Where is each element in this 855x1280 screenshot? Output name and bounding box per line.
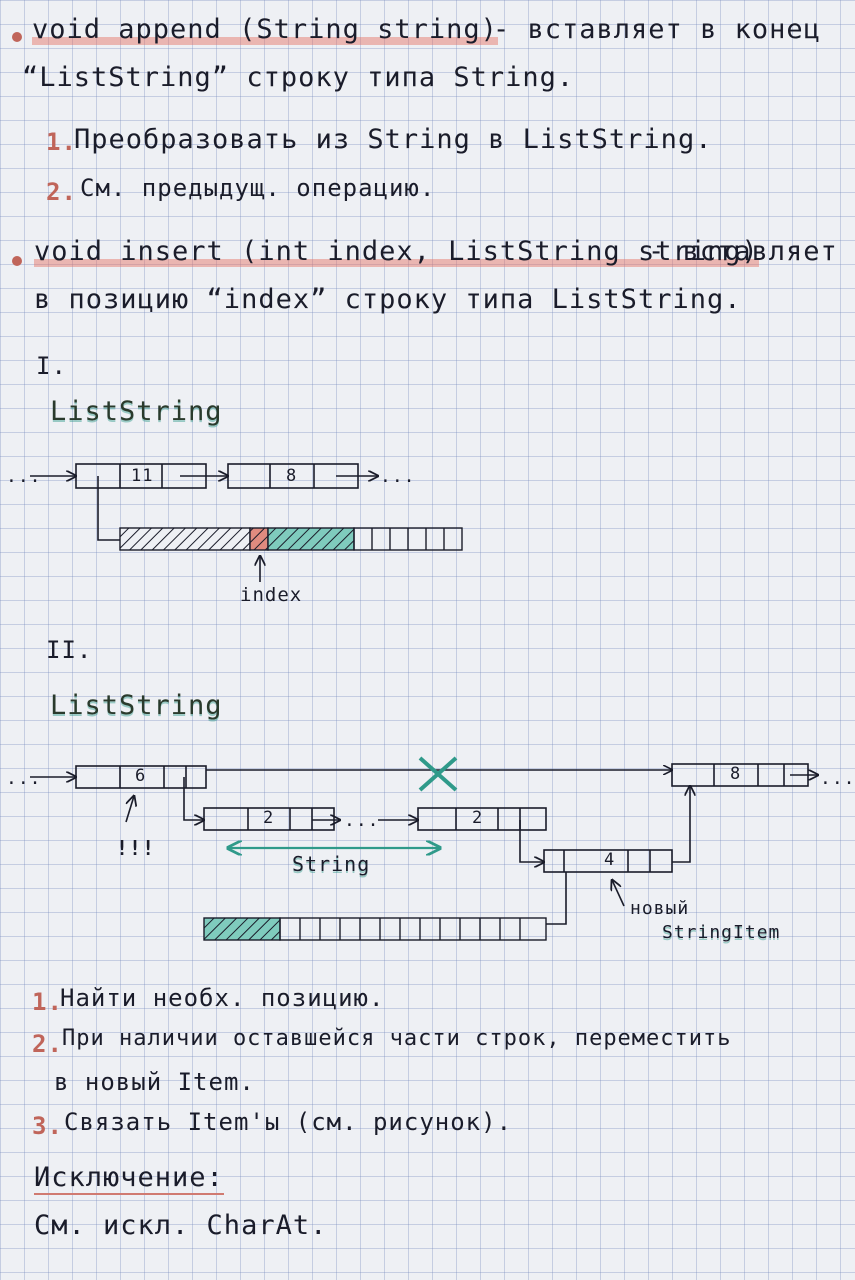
diagram1-node1-value: 11 bbox=[131, 466, 154, 486]
diagram2-link-d-to-e bbox=[672, 786, 690, 863]
exception-title: Исключение: bbox=[34, 1162, 224, 1195]
diagram2-dots-mid: ... bbox=[344, 810, 380, 831]
insert-signature: void insert (int index, ListString strin… bbox=[34, 236, 759, 267]
algorithm-step3-text: Связать Item'ы (см. рисунок). bbox=[64, 1108, 513, 1136]
diagram1-char-array bbox=[119, 527, 463, 551]
append-step2-number: 2. bbox=[46, 178, 77, 206]
bullet-insert bbox=[12, 256, 22, 266]
algorithm-step2-text-b: в новый Item. bbox=[54, 1068, 255, 1096]
append-signature: void append (String string) bbox=[32, 14, 498, 45]
diagram2-node-b-value: 2 bbox=[263, 808, 275, 828]
diagram2-new-item-pointer bbox=[612, 880, 625, 907]
diagram2-pointer-to-node-a bbox=[125, 796, 134, 823]
diagram1-index-label: index bbox=[240, 584, 303, 606]
diagram1-node2-value: 8 bbox=[286, 466, 298, 486]
diagram2-title: ListString bbox=[50, 690, 223, 721]
append-description-2: “ListString” строку типа String. bbox=[22, 62, 575, 93]
insert-description-2: в позицию “index” строку типа ListString… bbox=[34, 284, 742, 315]
diagram1-dots-right: ... bbox=[380, 466, 416, 487]
append-step1-number: 1. bbox=[46, 128, 77, 156]
diagram1-dots-left: ... bbox=[6, 466, 42, 487]
diagram1-roman-numeral: I. bbox=[36, 352, 67, 380]
diagram2-link-c-to-d bbox=[519, 820, 544, 862]
append-step2-text: См. предыдущ. операцию. bbox=[80, 174, 436, 202]
append-step1-text: Преобразовать из String в ListString. bbox=[74, 124, 713, 155]
algorithm-step1-number: 1. bbox=[32, 988, 63, 1016]
diagram2-old-link-crossed bbox=[206, 756, 672, 792]
diagram2-link-a-to-b bbox=[183, 777, 204, 820]
diagram2-node-d bbox=[543, 849, 673, 873]
bullet-append bbox=[12, 32, 22, 42]
diagram2-dots-right: ... bbox=[820, 768, 855, 789]
diagram2-dots-left: ... bbox=[6, 768, 42, 789]
algorithm-step3-number: 3. bbox=[32, 1112, 63, 1140]
algorithm-step2-text-a: При наличии оставшейся части строк, пере… bbox=[62, 1026, 732, 1051]
diagram2-node-c-value: 2 bbox=[472, 808, 484, 828]
diagram2-node-e-value: 8 bbox=[730, 764, 742, 784]
algorithm-step2-number: 2. bbox=[32, 1030, 63, 1058]
append-description-1: - вставляет в конец bbox=[493, 14, 821, 45]
insert-description-1: - вставляет bbox=[648, 236, 838, 267]
diagram2-node-a bbox=[75, 765, 207, 789]
algorithm-step1-text: Найти необх. позицию. bbox=[60, 984, 385, 1012]
diagram2-new-item-label-2: StringItem bbox=[662, 922, 781, 943]
diagram2-string-label: String bbox=[292, 852, 371, 876]
diagram2-roman-numeral: II. bbox=[46, 636, 93, 664]
diagram1-title: ListString bbox=[50, 396, 223, 427]
diagram2-exclamation: !!! bbox=[116, 836, 156, 860]
diagram2-char-array bbox=[203, 917, 547, 941]
diagram2-new-item-label-1: новый bbox=[630, 898, 690, 919]
exception-text: См. искл. CharAt. bbox=[34, 1210, 328, 1241]
diagram2-link-d-to-char-array bbox=[546, 872, 567, 925]
diagram2-node-d-value: 4 bbox=[604, 850, 616, 870]
diagram2-node-c bbox=[417, 807, 547, 831]
diagram2-node-a-value: 6 bbox=[135, 766, 147, 786]
diagram1-link-to-char-array bbox=[97, 476, 120, 541]
